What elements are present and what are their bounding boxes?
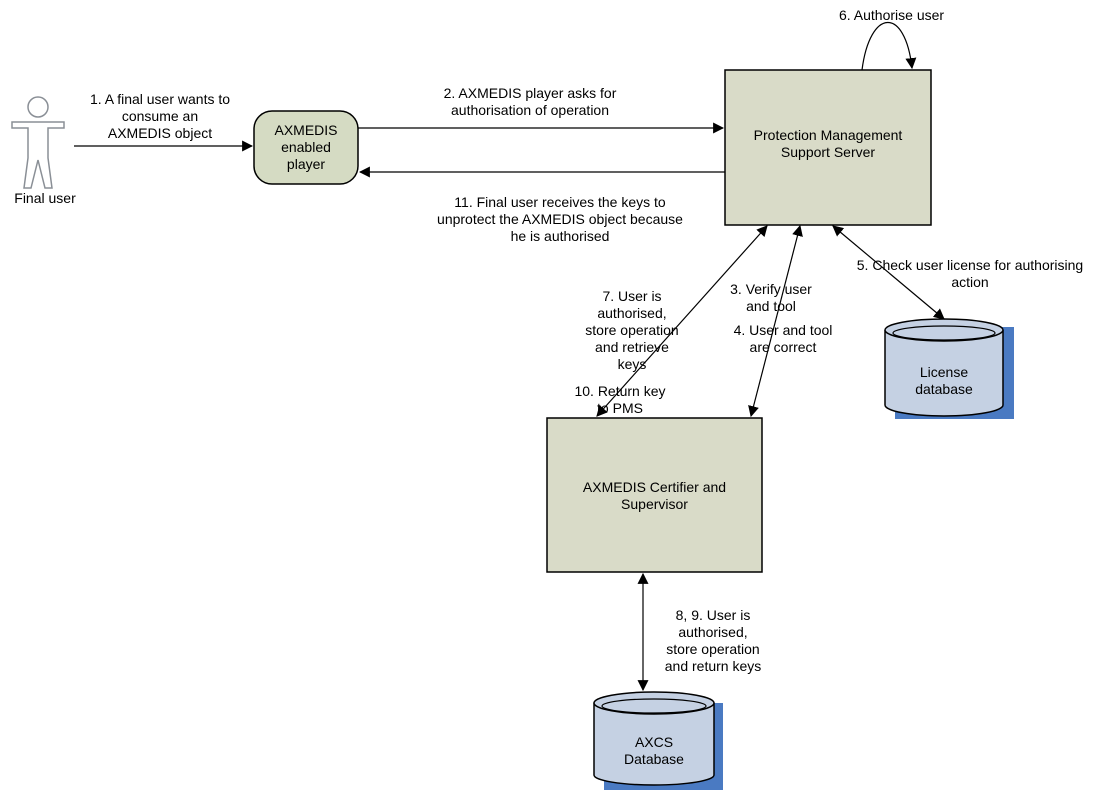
step3-label: 3. Verify user and tool	[716, 281, 826, 315]
axcs-db-label-line: AXCS	[634, 734, 674, 750]
step7-line: authorised,	[597, 305, 667, 321]
step5-line: 5. Check user license for authorising	[856, 257, 1084, 273]
arrow-step7-10	[596, 225, 768, 417]
step2-line: 2. AXMEDIS player asks for	[443, 85, 617, 101]
step89-line: store operation	[666, 641, 760, 657]
arrow-step5	[832, 225, 945, 320]
step4-line: 4. User and tool	[733, 322, 833, 338]
certifier-label: AXMEDIS Certifier and Supervisor	[547, 479, 762, 513]
step7-line: 7. User is	[602, 288, 662, 304]
step1-line: consume an	[121, 108, 199, 124]
license-db-label: License database	[885, 364, 1003, 398]
pms-label: Protection Management Support Server	[725, 127, 931, 161]
player-label-line: enabled	[281, 139, 331, 155]
step89-line: authorised,	[678, 624, 748, 640]
step89-label: 8, 9. User is authorised, store operatio…	[648, 607, 778, 675]
pms-box	[724, 69, 932, 226]
step7-label: 7. User is authorised, store operation a…	[567, 288, 697, 373]
step1-line: AXMEDIS object	[107, 125, 213, 141]
step7-line: store operation	[585, 322, 679, 338]
license-database-icon	[884, 318, 1014, 419]
step89-line: and return keys	[664, 658, 762, 674]
certifier-label-line: AXMEDIS Certifier and	[582, 479, 727, 495]
player-label-line: player	[286, 156, 326, 172]
axcs-db-label-line: Database	[624, 751, 684, 767]
step3-line: 3. Verify user	[730, 281, 812, 297]
step89-line: 8, 9. User is	[675, 607, 751, 623]
pms-label-line: Support Server	[780, 144, 876, 160]
step11-line: he is authorised	[510, 228, 610, 244]
step5-label: 5. Check user license for authorising ac…	[830, 257, 1110, 291]
arrow-step3-4	[748, 224, 803, 418]
license-db-label-line: License	[919, 364, 969, 380]
step2-line: authorisation of operation	[451, 102, 609, 118]
final-user-icon	[11, 96, 65, 189]
axcs-db-label: AXCS Database	[594, 734, 714, 768]
step11-line: unprotect the AXMEDIS object because	[437, 211, 683, 227]
license-db-label-line: database	[915, 381, 973, 397]
certifier-label-line: Supervisor	[621, 496, 688, 512]
step5-line: action	[951, 274, 989, 290]
player-label-line: AXMEDIS	[274, 122, 338, 138]
pms-label-line: Protection Management	[753, 127, 903, 143]
step7-line: keys	[617, 356, 647, 372]
step11-line: 11. Final user receives the keys to	[454, 194, 666, 210]
step6-label: 6. Authorise user	[839, 7, 945, 23]
step10-label: 10. Return key to PMS	[555, 383, 685, 417]
step1-label: 1. A final user wants to consume an AXME…	[70, 91, 250, 142]
step3-line: and tool	[746, 298, 796, 314]
final-user-label: Final user	[14, 190, 76, 206]
step7-line: and retrieve	[595, 339, 669, 355]
player-label: AXMEDIS enabled player	[254, 122, 358, 173]
certifier-box	[546, 417, 763, 573]
axcs-database-icon	[593, 691, 723, 790]
step10-line: 10. Return key	[574, 383, 666, 399]
step1-line: 1. A final user wants to	[89, 91, 231, 107]
step10-line: to PMS	[597, 400, 643, 416]
arrow-step6	[861, 22, 917, 71]
step4-line: are correct	[749, 339, 817, 355]
player-box	[253, 110, 359, 185]
step4-label: 4. User and tool are correct	[716, 322, 850, 356]
step11-label: 11. Final user receives the keys to unpr…	[405, 194, 715, 245]
step2-label: 2. AXMEDIS player asks for authorisation…	[410, 85, 650, 119]
